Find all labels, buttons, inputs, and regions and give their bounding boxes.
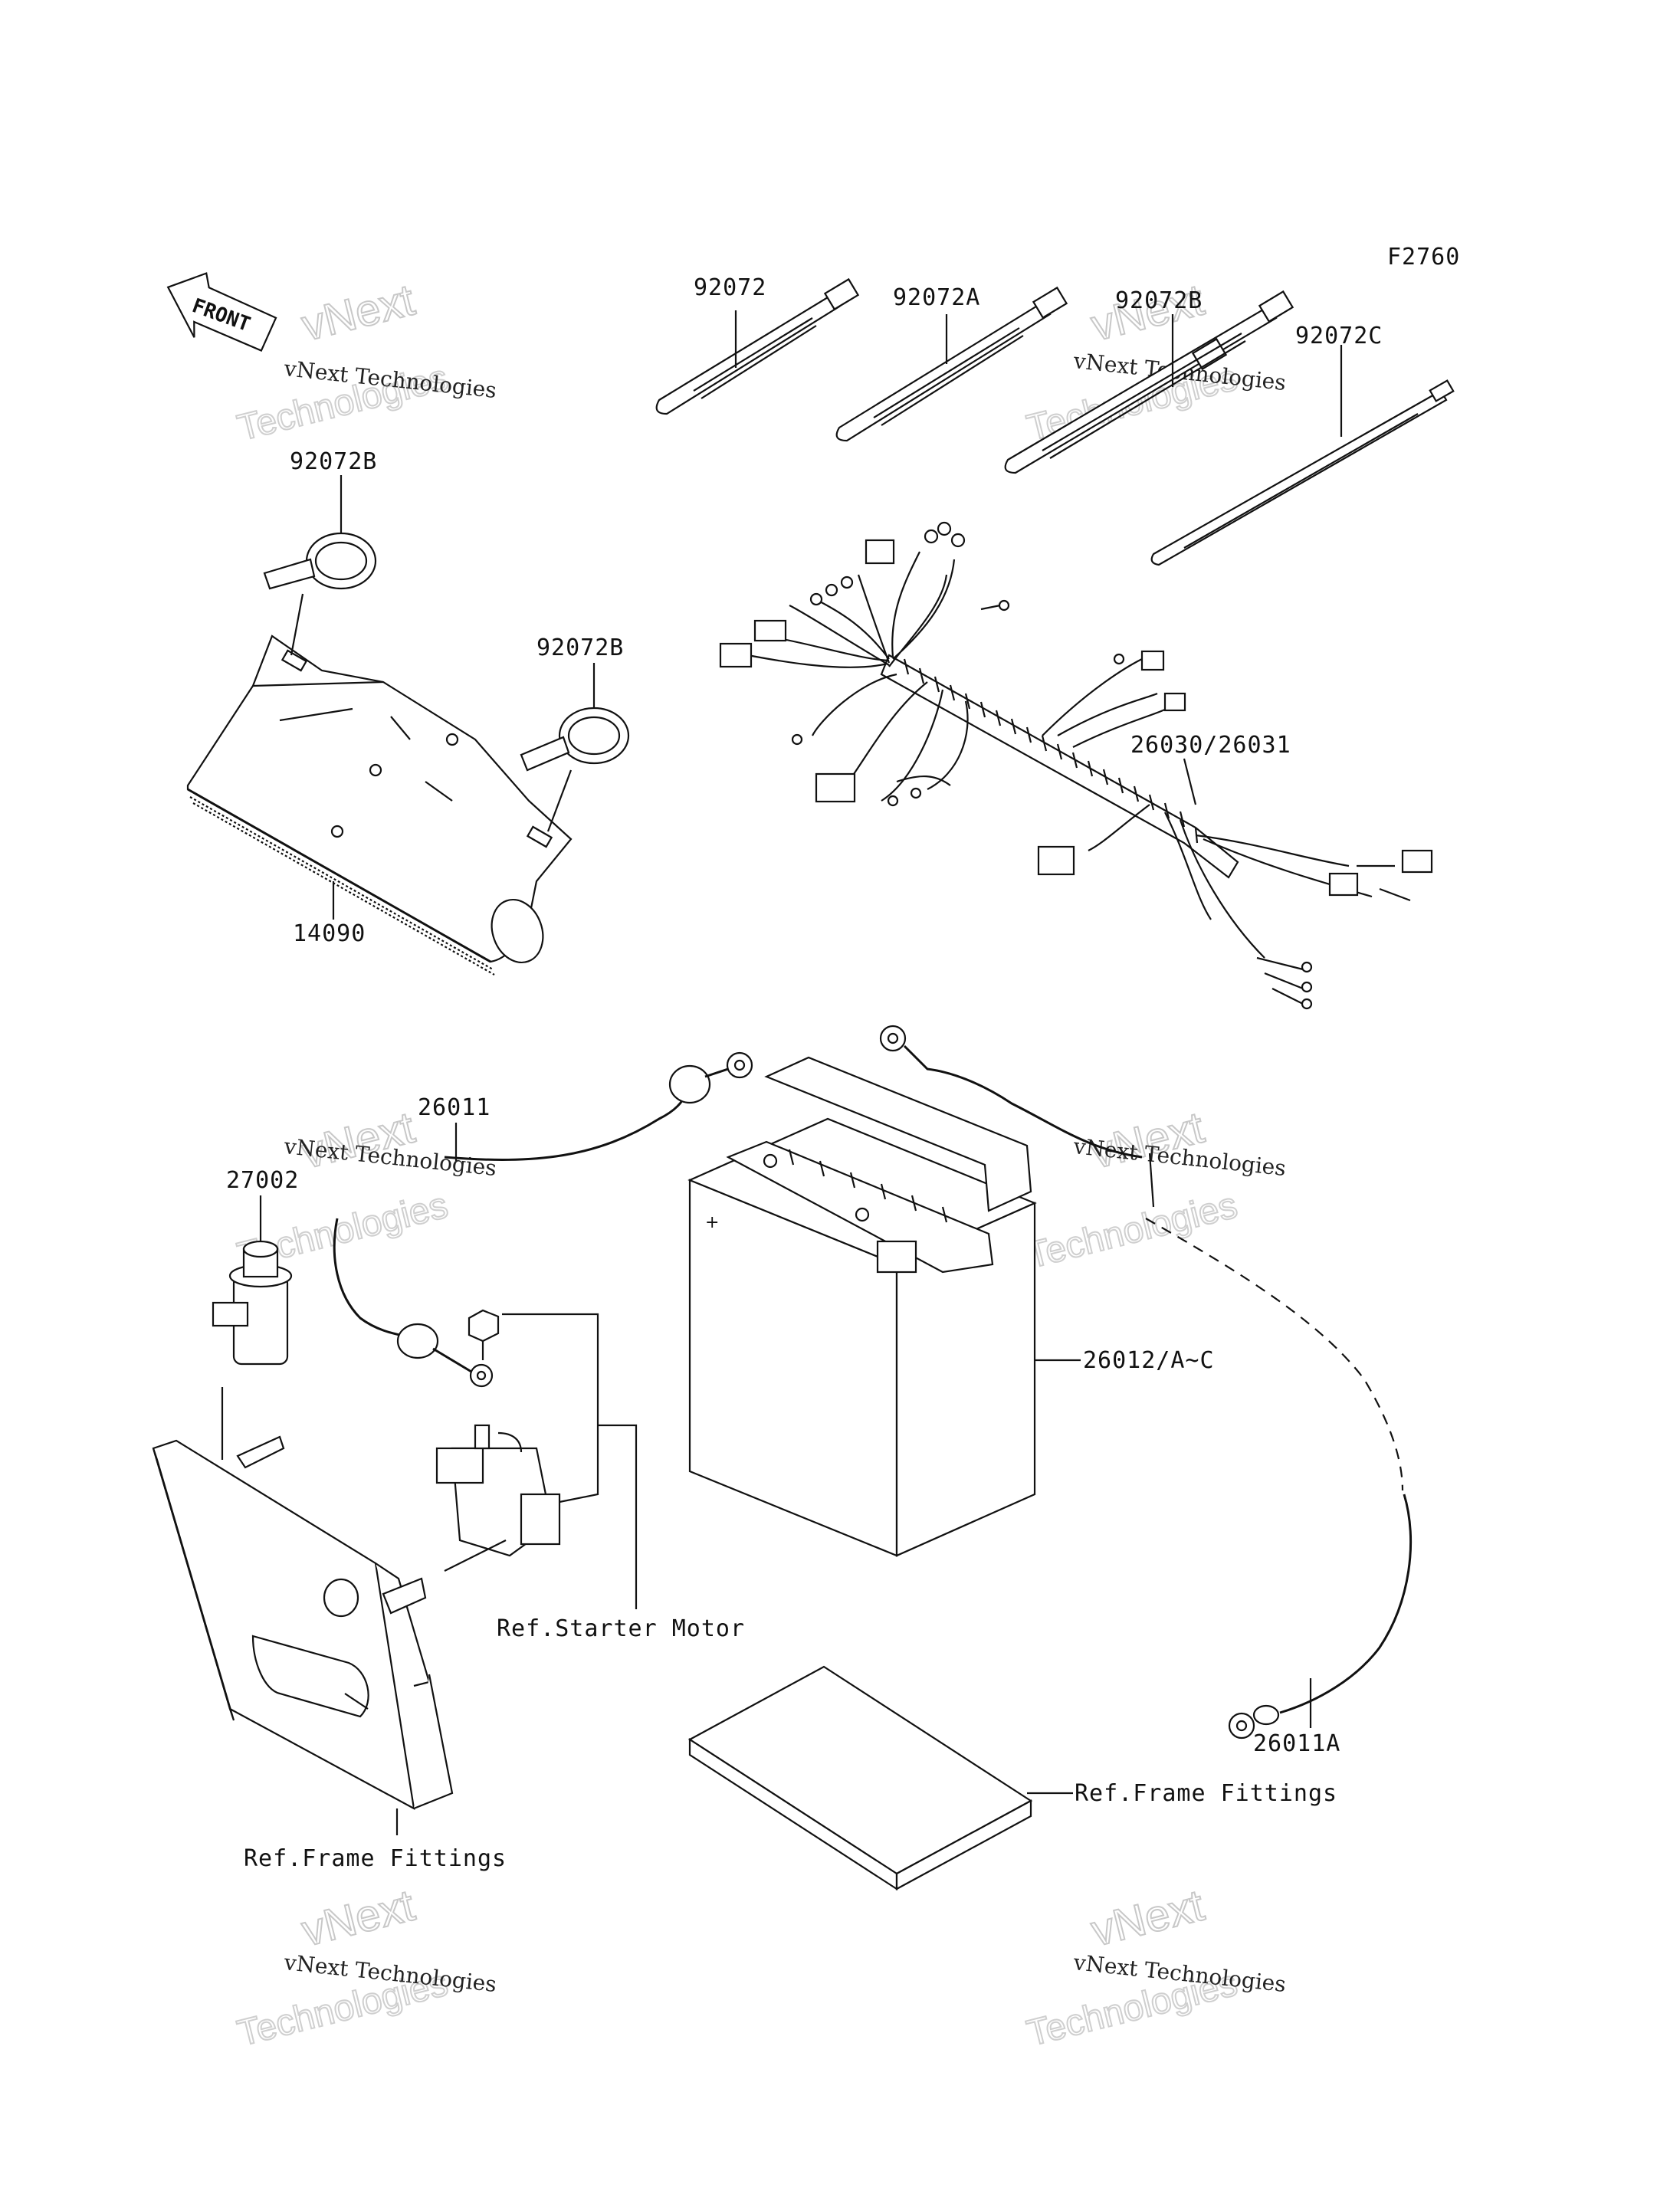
watermark-top-left: vNext Technologies vNext Technologies [233,274,497,450]
watermark-bottom-left: vNext Technologies vNext Technologies [233,1880,497,2055]
label-92072B-top: 92072B [1115,287,1203,314]
watermark-line1: vNext [297,1881,419,1956]
cover-14090: 14090 [186,635,573,976]
label-92072A: 92072A [893,284,980,311]
battery-pad: Ref.Frame Fittings [687,1665,1337,1891]
label-ref-starter-motor: Ref.Starter Motor [497,1615,745,1642]
label-14090: 14090 [293,920,366,947]
svg-text:+: + [705,1213,719,1232]
clamp-92072B-left-lower: 92072B [520,635,630,832]
label-harness: 26030/26031 [1130,732,1291,759]
label-26011: 26011 [418,1094,491,1121]
figure-id: F2760 [1387,244,1460,271]
watermark-bottom-right: vNext Technologies vNext Technologies [1022,1880,1287,2055]
relay-cable [333,1218,494,1388]
starter-relay: Ref.Starter Motor [435,1309,745,1642]
label-92072C: 92072C [1295,323,1383,349]
cable-tie-92072C: 92072C [1150,323,1455,566]
clamp-92072B-left-upper: 92072B [263,448,377,656]
relay-bracket: Ref.Frame Fittings [152,1387,507,1872]
front-arrow-icon: FRONT [166,272,277,352]
cable-tie-92072B-top: 92072B [1004,287,1294,474]
leader-harness [1183,758,1197,805]
cable-26011: 26011 [418,1051,753,1161]
cable-26011A: 26011A [879,1025,1413,1757]
label-92072B-left-upper: 92072B [290,448,377,475]
watermark-line3: Technologies [1023,1185,1242,1276]
label-ref-frame-fittings-right: Ref.Frame Fittings [1075,1780,1337,1807]
label-battery: 26012/A~C [1083,1347,1215,1374]
watermark-mid-right: vNext Technologies vNext Technologies [1022,1102,1287,1277]
watermark-line1: vNext [1086,1881,1209,1956]
watermark-line1: vNext [297,275,419,351]
label-27002: 27002 [226,1167,299,1194]
label-26011A: 26011A [1253,1730,1340,1757]
main-harness-26030-26031: 26030/26031 [719,521,1433,1010]
label-ref-frame-fittings-left: Ref.Frame Fittings [244,1845,507,1872]
label-92072: 92072 [694,274,766,301]
cable-tie-92072: 92072 [655,274,860,415]
relay-27002: 27002 [212,1167,299,1366]
battery-26012: + 26012/A~C [687,1056,1215,1557]
cable-tie-92072A: 92072A [835,284,1068,442]
label-92072B-left-lower: 92072B [536,635,624,661]
